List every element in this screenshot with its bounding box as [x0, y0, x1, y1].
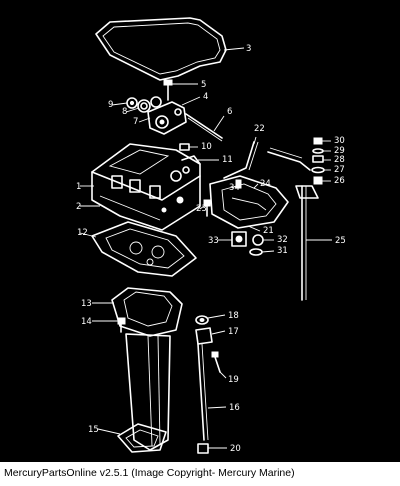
callout-33: 33: [208, 236, 219, 246]
part-15-seal[interactable]: [117, 423, 167, 453]
leader-24: [253, 183, 259, 189]
part-17-bracket[interactable]: [195, 327, 213, 345]
callout-2: 2: [76, 202, 81, 212]
callout-7: 7: [133, 117, 138, 127]
leader-34: [231, 185, 237, 189]
callout-6: 6: [227, 107, 232, 117]
part-6-stud[interactable]: [185, 113, 223, 142]
part-21-bracket[interactable]: [209, 175, 289, 229]
callout-20: 20: [230, 444, 241, 454]
callout-14: 14: [81, 317, 92, 327]
leader-23: [199, 205, 205, 210]
part-7-housing[interactable]: [147, 101, 187, 135]
callout-numbers: 1234567891011121314151617181920212223242…: [76, 44, 346, 454]
callout-1: 1: [76, 182, 81, 192]
callout-12: 12: [77, 228, 88, 238]
exploded-parts-diagram: 1234567891011121314151617181920212223242…: [76, 17, 346, 454]
callout-21: 21: [263, 226, 274, 236]
callout-29: 29: [334, 146, 345, 156]
leader-17: [211, 330, 226, 335]
callout-13: 13: [81, 299, 92, 309]
part-27-washer[interactable]: [311, 166, 325, 174]
leader-19: [219, 371, 227, 379]
part-32-nut[interactable]: [252, 234, 264, 246]
part-11-clip[interactable]: [181, 155, 201, 165]
caption-bar: MercuryPartsOnline v2.5.1 (Image Copyrig…: [0, 462, 400, 486]
part-26-nut[interactable]: [313, 176, 323, 185]
part-22-rod[interactable]: [223, 141, 259, 179]
part-19-screw[interactable]: [211, 351, 221, 373]
copyright-caption: MercuryPartsOnline v2.5.1 (Image Copyrig…: [4, 467, 295, 479]
callout-24: 24: [260, 179, 271, 189]
part-18-grommet[interactable]: [195, 315, 209, 325]
callout-34: 34: [229, 183, 240, 193]
callout-22: 22: [254, 124, 265, 134]
callout-15: 15: [88, 425, 99, 435]
part-30-nut[interactable]: [313, 137, 323, 145]
callout-23: 23: [196, 204, 207, 214]
leader-6: [213, 115, 225, 132]
callout-25: 25: [335, 236, 346, 246]
callout-32: 32: [277, 235, 288, 245]
callout-30: 30: [334, 136, 345, 146]
part-13-exhaust-tube[interactable]: [111, 287, 183, 451]
part-28-bushing[interactable]: [312, 155, 324, 163]
leader-8: [125, 107, 140, 113]
leader-21: [247, 225, 261, 232]
leader-16: [207, 406, 227, 409]
part-5-bolt[interactable]: [163, 79, 173, 101]
callout-3: 3: [246, 44, 251, 54]
part-23-screw[interactable]: [203, 199, 211, 217]
part-20-fitting[interactable]: [197, 443, 209, 454]
callout-5: 5: [201, 80, 206, 90]
callout-10: 10: [201, 142, 212, 152]
callout-11: 11: [222, 155, 233, 165]
callout-17: 17: [228, 327, 239, 337]
part-25-shaft[interactable]: [267, 147, 319, 301]
part-9-washer[interactable]: [126, 97, 138, 109]
part-31-washer[interactable]: [249, 248, 263, 256]
leader-18: [207, 314, 226, 319]
part-3-gasket[interactable]: [95, 17, 227, 81]
part-33-plate[interactable]: [231, 231, 247, 247]
leader-31: [261, 250, 275, 253]
part-12-gasket[interactable]: [91, 221, 197, 277]
leader-7: [138, 117, 151, 123]
callout-9: 9: [108, 100, 113, 110]
leader-4: [181, 96, 201, 106]
callout-8: 8: [122, 107, 127, 117]
callout-26: 26: [334, 176, 345, 186]
part-29-washer[interactable]: [312, 148, 324, 154]
part-10-fitting[interactable]: [179, 143, 190, 151]
callout-28: 28: [334, 155, 345, 165]
part-4-oring[interactable]: [150, 96, 162, 108]
leader-22: [253, 136, 257, 145]
leader-12: [79, 232, 97, 238]
callout-4: 4: [203, 92, 208, 102]
leader-3: [223, 47, 245, 51]
part-1-adapter-plate[interactable]: [91, 143, 201, 231]
part-34-pin[interactable]: [235, 179, 242, 189]
callout-16: 16: [229, 403, 240, 413]
part-8-seal[interactable]: [137, 99, 151, 113]
leader-15: [97, 428, 121, 435]
callout-31: 31: [277, 246, 288, 256]
callout-19: 19: [228, 375, 239, 385]
part-16-tube[interactable]: [197, 343, 209, 441]
callout-18: 18: [228, 311, 239, 321]
leader-9: [111, 102, 128, 106]
callout-27: 27: [334, 165, 345, 175]
